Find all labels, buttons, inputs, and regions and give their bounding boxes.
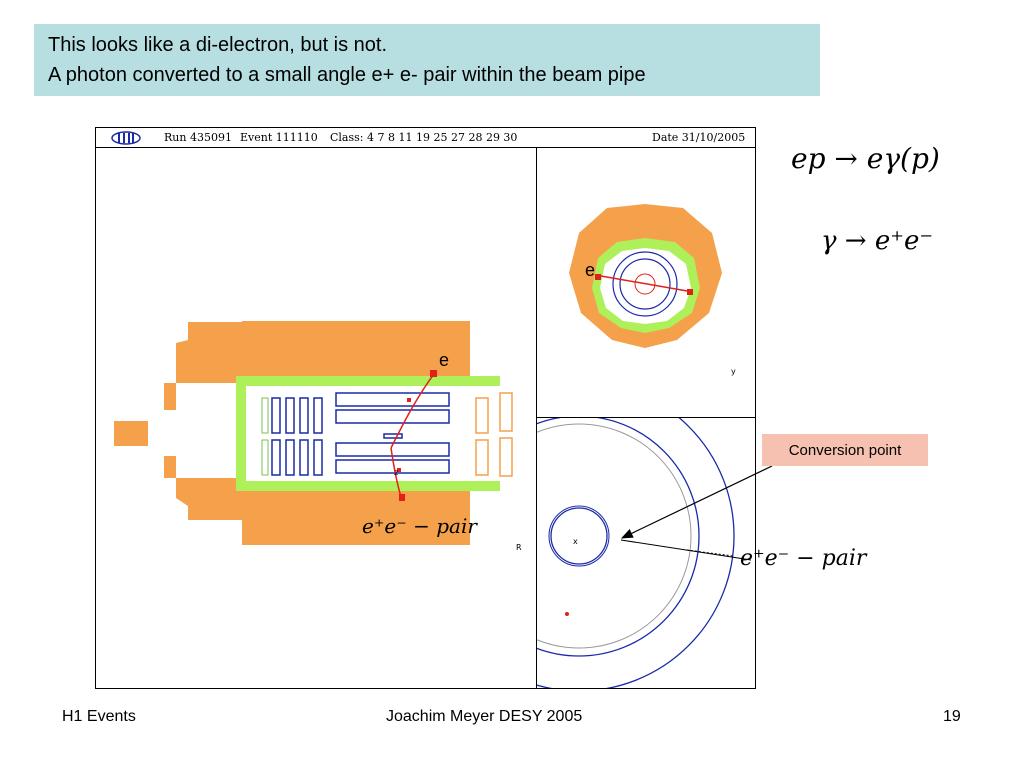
footer-center: Joachim Meyer DESY 2005 (386, 708, 583, 725)
page-number: 19 (943, 708, 961, 725)
zoomed-radial-view: x (537, 418, 752, 688)
radial-view: y (569, 204, 736, 376)
footer-left: H1 Events (62, 708, 136, 725)
side-tracker (271, 392, 450, 476)
label-pair-side: e⁺e⁻ − pair (362, 514, 477, 538)
side-view: z (114, 321, 513, 545)
event-date: Date 31/10/2005 (652, 131, 746, 144)
side-axis-z: z (394, 468, 398, 477)
run-number: Run 435091 (164, 131, 232, 144)
view-divider-vertical (536, 147, 537, 688)
title-line-1: This looks like a di-electron, but is no… (48, 34, 388, 56)
side-silicon (261, 397, 269, 476)
zoom-axis-x: x (573, 537, 578, 546)
side-axis-r: R (516, 543, 522, 552)
side-hits (397, 370, 437, 501)
conversion-point-callout: Conversion point (762, 434, 928, 466)
header-divider (96, 147, 755, 148)
event-number: Event 111110 (240, 131, 318, 144)
label-electron-radial: e (585, 260, 596, 280)
label-electron-side: e (439, 350, 450, 370)
view-divider-horizontal (537, 417, 755, 418)
event-class: Class: 4 7 8 11 19 25 27 28 29 30 (330, 131, 518, 144)
side-calorimeter (114, 321, 470, 545)
equation-gamma: γ → e⁺e⁻ (821, 226, 934, 256)
equation-ep: ep → eγ(p) (791, 142, 940, 175)
equation-pair-right: e⁺e⁻ − pair (740, 546, 867, 571)
radial-axis-y: y (731, 367, 736, 376)
side-inner-calorimeter (236, 376, 500, 491)
title-line-2: A photon converted to a small angle e+ e… (48, 64, 646, 86)
side-forward-detector (475, 392, 513, 477)
title-box: This looks like a di-electron, but is no… (34, 24, 820, 96)
h1-logo-icon (111, 131, 141, 145)
event-display: Run 435091 Event 111110 Class: 4 7 8 11 … (95, 127, 756, 689)
